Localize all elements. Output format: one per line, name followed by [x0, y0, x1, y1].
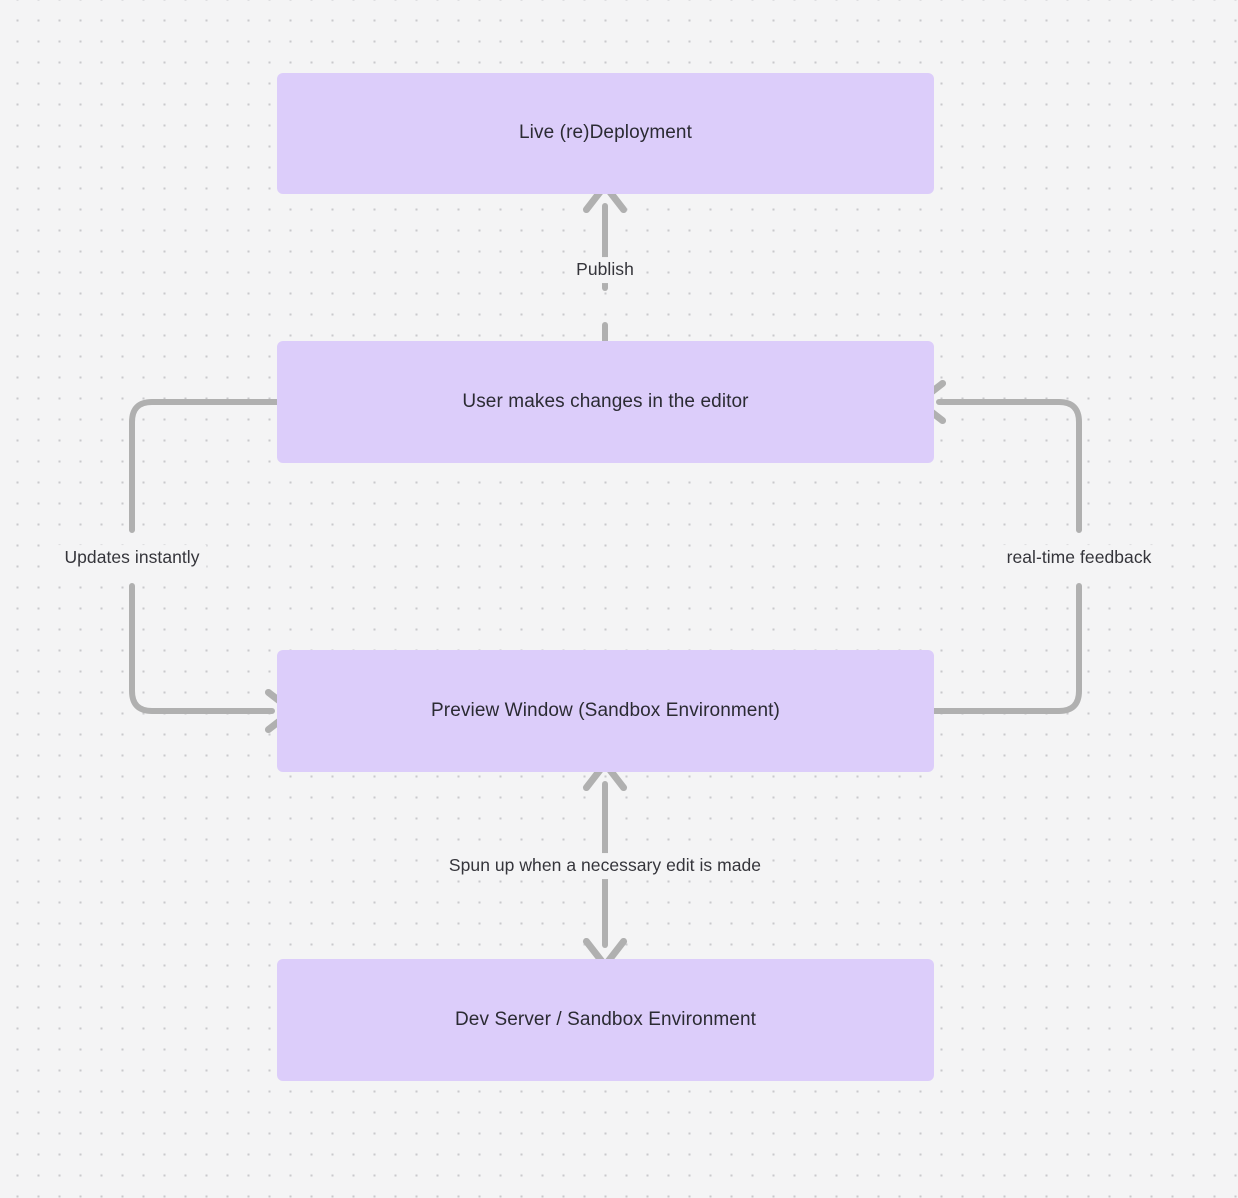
node-dev-server[interactable]: Dev Server / Sandbox Environment [277, 959, 934, 1081]
node-label: Preview Window (Sandbox Environment) [431, 699, 780, 721]
node-user-edits[interactable]: User makes changes in the editor [277, 341, 934, 463]
edge-label-real-time-feedback: real-time feedback [999, 545, 1159, 571]
edge-label-spun-up: Spun up when a necessary edit is made [441, 853, 769, 879]
edge-label-publish: Publish [569, 257, 641, 283]
node-label: Live (re)Deployment [519, 122, 692, 144]
node-label: Dev Server / Sandbox Environment [454, 1008, 756, 1030]
node-label: User makes changes in the editor [462, 390, 749, 412]
node-preview-window[interactable]: Preview Window (Sandbox Environment) [277, 650, 934, 772]
node-live-deployment[interactable]: Live (re)Deployment [277, 73, 934, 194]
edge-label-updates-instantly: Updates instantly [57, 545, 207, 571]
